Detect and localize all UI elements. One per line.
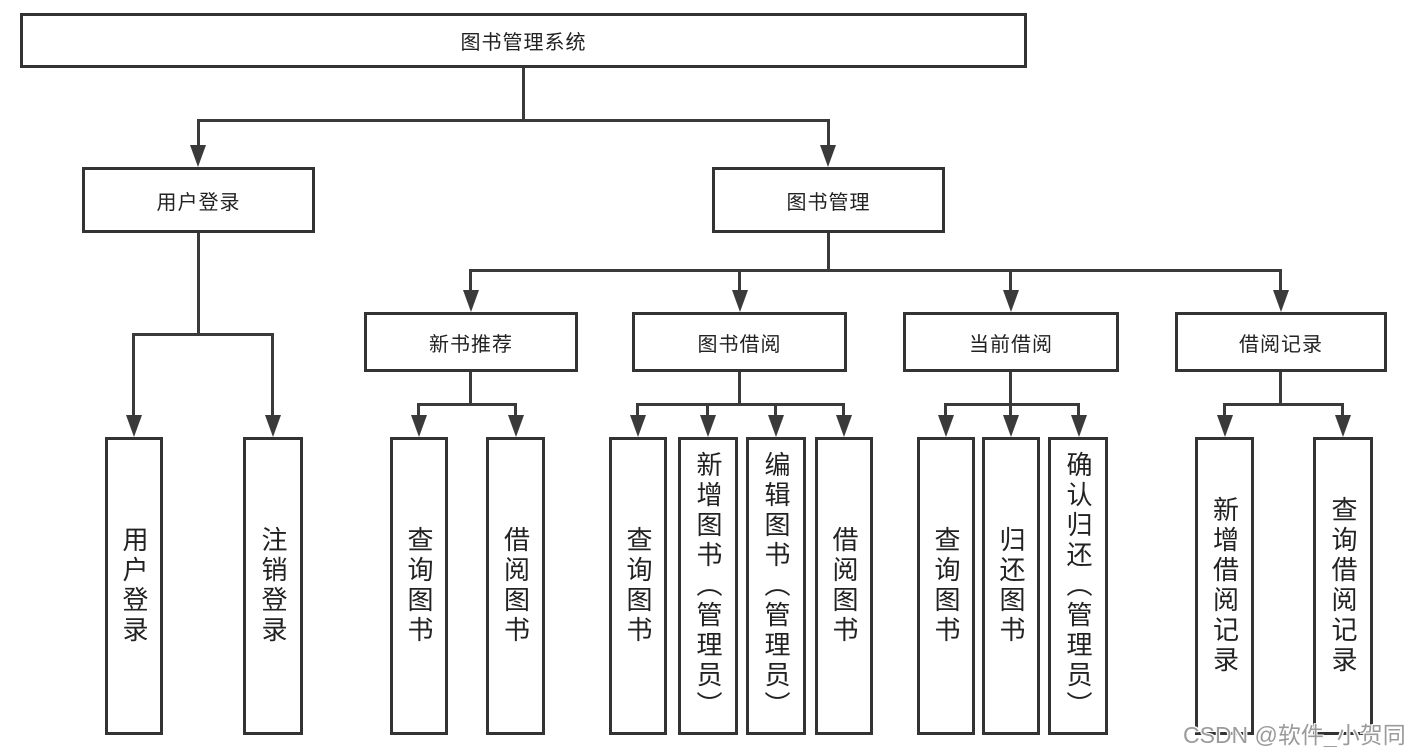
node-label: 归还图书 [996, 526, 1026, 646]
node-user-login: 用户登录 [82, 167, 315, 233]
node-label: 借阅图书 [829, 526, 859, 646]
connector-line [522, 68, 525, 121]
connector-line [1009, 269, 1012, 295]
arrow-down-icon [768, 415, 784, 437]
connector-line [636, 403, 639, 418]
connector-line [842, 403, 845, 418]
node-label: 新书推荐 [429, 333, 513, 356]
node-label: 查询图书 [623, 526, 653, 646]
connector-line [1009, 372, 1012, 406]
arrow-down-icon [126, 415, 142, 437]
node-label: 查询图书 [931, 526, 961, 646]
node-label: 确认归还（管理员） [1063, 451, 1093, 721]
connector-line [827, 119, 830, 149]
connector-line [417, 403, 420, 418]
connector-line [271, 333, 274, 418]
connector-line [1223, 403, 1226, 418]
arrow-down-icon [1003, 290, 1019, 312]
connector-line [827, 233, 830, 272]
connector-line [706, 403, 709, 418]
arrow-down-icon [1003, 415, 1019, 437]
node-label: 新增借阅记录 [1209, 496, 1240, 676]
node-book-management: 图书管理 [712, 167, 945, 233]
connector-line [197, 119, 200, 149]
connector-line [1077, 403, 1080, 418]
arrow-down-icon [836, 415, 852, 437]
connector-line [469, 269, 472, 295]
connector-line [1341, 403, 1344, 418]
node-borrow-books-recommend: 借阅图书 [486, 437, 545, 735]
node-new-book-recommendation: 新书推荐 [364, 312, 578, 372]
connector-line [636, 403, 845, 406]
arrow-down-icon [1335, 415, 1351, 437]
arrow-down-icon [938, 415, 954, 437]
node-label: 用户登录 [156, 191, 241, 214]
arrow-down-icon [630, 415, 646, 437]
connector-line [132, 333, 274, 336]
node-query-borrow-record: 查询借阅记录 [1313, 437, 1373, 735]
node-label: 当前借阅 [969, 333, 1053, 356]
connector-line [738, 372, 741, 406]
connector-line [417, 403, 517, 406]
connector-line [738, 269, 741, 295]
node-add-borrow-record: 新增借阅记录 [1195, 437, 1254, 735]
connector-line [1009, 403, 1012, 418]
arrow-down-icon [411, 415, 427, 437]
node-logout: 注销登录 [243, 437, 303, 735]
node-label: 借阅记录 [1239, 333, 1323, 356]
arrow-down-icon [820, 145, 836, 167]
node-edit-books-admin: 编辑图书（管理员） [746, 437, 806, 735]
connector-line [774, 403, 777, 418]
node-label: 新增图书（管理员） [693, 451, 723, 721]
arrow-down-icon [1071, 415, 1087, 437]
connector-line [944, 403, 1080, 406]
node-borrowing-records: 借阅记录 [1175, 312, 1387, 372]
connector-line [944, 403, 947, 418]
arrow-down-icon [265, 415, 281, 437]
arrow-down-icon [190, 145, 206, 167]
node-label: 编辑图书（管理员） [761, 451, 791, 721]
arrow-down-icon [1217, 415, 1233, 437]
node-label: 查询图书 [404, 526, 434, 646]
node-current-borrowing: 当前借阅 [903, 312, 1119, 372]
connector-line [197, 233, 200, 336]
arrow-down-icon [508, 415, 524, 437]
node-book-borrowing: 图书借阅 [632, 312, 847, 372]
node-query-books-borrowing: 查询图书 [609, 437, 667, 735]
node-library-management-system: 图书管理系统 [20, 13, 1027, 68]
node-label: 借阅图书 [500, 526, 531, 646]
node-label: 查询借阅记录 [1328, 496, 1358, 676]
node-query-books-current: 查询图书 [917, 437, 975, 735]
csdn-watermark: CSDN @软件_小贺同学 [1183, 722, 1405, 747]
arrow-down-icon [463, 290, 479, 312]
node-query-books-recommend: 查询图书 [390, 437, 448, 735]
node-user-login-leaf: 用户登录 [105, 437, 163, 735]
node-label: 注销登录 [258, 526, 288, 646]
node-label: 图书借阅 [697, 333, 782, 356]
connector-line [514, 403, 517, 418]
node-label: 图书管理系统 [460, 32, 587, 54]
connector-line [1279, 372, 1282, 406]
arrow-down-icon [1273, 290, 1289, 312]
node-return-books: 归还图书 [982, 437, 1040, 735]
node-confirm-return-admin: 确认归还（管理员） [1048, 437, 1108, 735]
arrow-down-icon [732, 290, 748, 312]
connector-line [197, 119, 830, 122]
node-label: 图书管理 [786, 191, 871, 214]
arrow-down-icon [700, 415, 716, 437]
node-label: 用户登录 [119, 526, 149, 646]
connector-line [132, 333, 135, 418]
connector-line [469, 269, 1282, 272]
node-add-books-admin: 新增图书（管理员） [678, 437, 738, 735]
connector-line [469, 372, 472, 406]
connector-line [1279, 269, 1282, 295]
connector-line [1223, 403, 1343, 406]
node-borrow-books: 借阅图书 [815, 437, 873, 735]
